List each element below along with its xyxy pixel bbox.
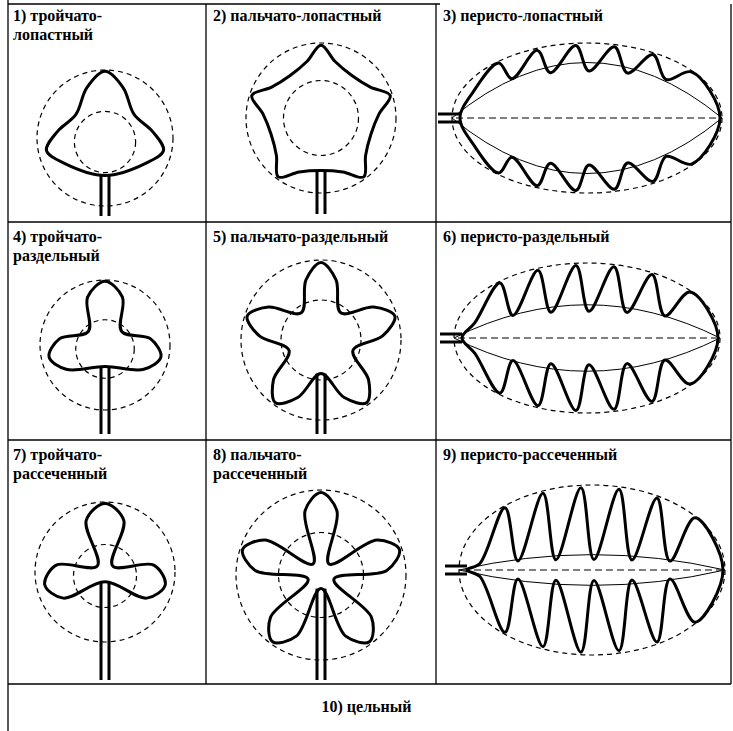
leaf-petiole bbox=[324, 374, 327, 434]
guide-ellipse bbox=[452, 43, 722, 193]
leaf-outline bbox=[252, 45, 391, 177]
cell-label: 1) тройчато- лопастный bbox=[13, 6, 123, 44]
grid-line bbox=[8, 683, 731, 684]
leaf-petiole bbox=[100, 175, 103, 216]
guide-circle bbox=[246, 43, 396, 193]
leaf-outline bbox=[462, 265, 718, 410]
grid-line bbox=[7, 0, 8, 731]
guide-circle bbox=[74, 111, 135, 172]
leaf-petiole bbox=[445, 573, 467, 576]
grid-line bbox=[8, 3, 440, 4]
leaf-petiole bbox=[445, 565, 467, 568]
grid-line bbox=[8, 221, 731, 222]
cell-label: 7) тройчато- рассеченный bbox=[13, 445, 123, 483]
grid-line bbox=[730, 4, 731, 684]
table-grid bbox=[8, 0, 731, 731]
grid-line bbox=[205, 4, 206, 684]
leaf-petiole bbox=[108, 582, 111, 680]
guide-lens bbox=[452, 63, 722, 174]
leaf-petiole bbox=[316, 589, 319, 680]
leaf-petiole bbox=[438, 113, 460, 116]
leaf-petiole bbox=[316, 374, 319, 434]
cell-label: 10) цельный bbox=[0, 697, 733, 716]
leaf-petiole bbox=[108, 175, 111, 216]
leaf-outline bbox=[460, 45, 720, 190]
leaf-petiole bbox=[438, 121, 460, 124]
guide-ellipse bbox=[459, 485, 725, 655]
leaf-outline bbox=[46, 71, 163, 175]
guide-circle bbox=[74, 545, 137, 608]
midrib-line bbox=[458, 337, 716, 338]
guide-lens bbox=[454, 305, 720, 371]
cell-label: 9) перисто-рассеченный bbox=[443, 445, 728, 464]
grid-line bbox=[435, 4, 436, 684]
cell-label: 4) тройчато- раздельный bbox=[13, 227, 123, 265]
guide-circle bbox=[40, 280, 170, 410]
leaf-petiole bbox=[100, 366, 103, 434]
leaf-petiole bbox=[100, 582, 103, 680]
leaf-outline bbox=[247, 262, 395, 403]
guide-circle bbox=[236, 490, 406, 660]
leaf-petiole bbox=[108, 366, 111, 434]
leaf-petiole bbox=[440, 341, 462, 344]
leaf-outline bbox=[49, 281, 161, 370]
leaf-petiole bbox=[440, 333, 462, 336]
leaf-petiole bbox=[316, 171, 319, 215]
cell-label: 6) перисто-раздельный bbox=[443, 227, 728, 246]
guide-circle bbox=[37, 70, 173, 206]
leaf-outline bbox=[242, 493, 399, 643]
leaf-petiole bbox=[324, 589, 327, 680]
leaf-outline bbox=[45, 503, 166, 598]
leaf-figures bbox=[35, 43, 725, 680]
guide-circle bbox=[241, 260, 401, 420]
leaf-petiole bbox=[324, 171, 327, 215]
grid-line bbox=[8, 439, 731, 440]
midrib-line bbox=[463, 569, 721, 570]
cell-label: 8) пальчато- рассеченный bbox=[213, 445, 323, 483]
guide-circle bbox=[35, 502, 175, 642]
midrib-line bbox=[456, 117, 718, 118]
cell-label: 2) пальчато-лопастный bbox=[213, 6, 433, 25]
cell-label: 3) перисто-лопастный bbox=[443, 6, 728, 25]
guide-ellipse bbox=[454, 263, 720, 413]
leaf-outline bbox=[467, 488, 723, 652]
guide-circle bbox=[284, 81, 359, 156]
cell-label: 5) пальчато-раздельный bbox=[213, 227, 433, 246]
